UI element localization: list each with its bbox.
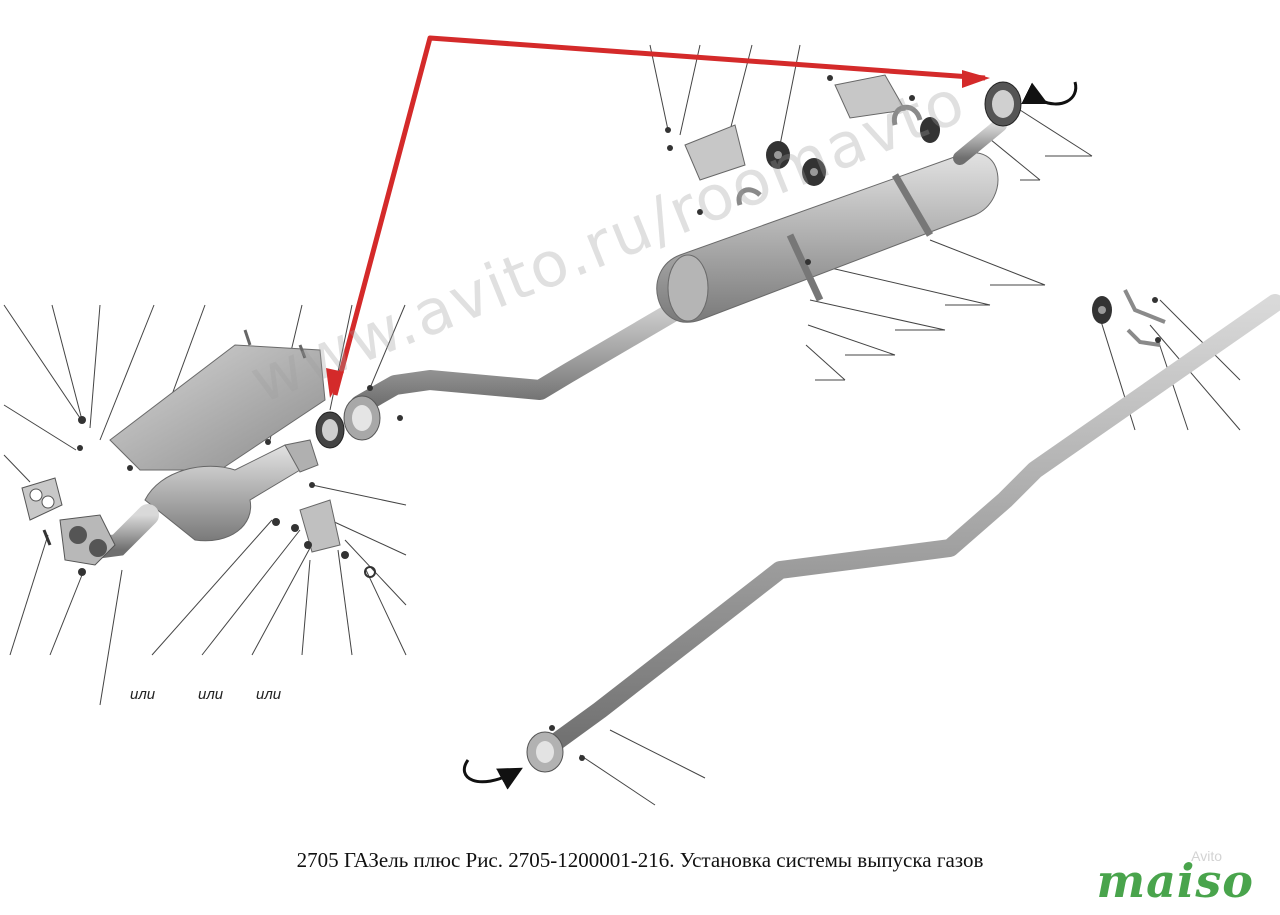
maiso-logo: maiso [1096,854,1254,908]
front-pipe [350,286,710,415]
heat-shield [109,329,326,471]
manifold-gasket [21,477,63,521]
connection-arrow-head-right [962,70,990,88]
connection-arrow-line [332,35,986,396]
rotation-arrow-icon [462,759,523,790]
connection-arrow-head-left [326,368,344,398]
fasteners [42,385,403,578]
front-flange [315,395,381,449]
logo-area: Avito maiso [1062,846,1262,908]
avito-watermark: Avito [1191,848,1222,864]
rotation-arrow-icon [1021,81,1078,106]
muffler [656,118,1007,323]
intermediate-pipe [526,289,1280,773]
alt-label: или [198,686,224,703]
alt-label: или [256,686,282,703]
rear-gasket [984,81,1022,127]
alt-label: или [130,686,156,703]
hanger-parts [665,74,940,215]
figure-caption: 2705 ГАЗель плюс Рис. 2705-1200001-216. … [296,848,984,872]
leader-lines [3,44,1241,806]
catalytic-converter [59,439,319,566]
